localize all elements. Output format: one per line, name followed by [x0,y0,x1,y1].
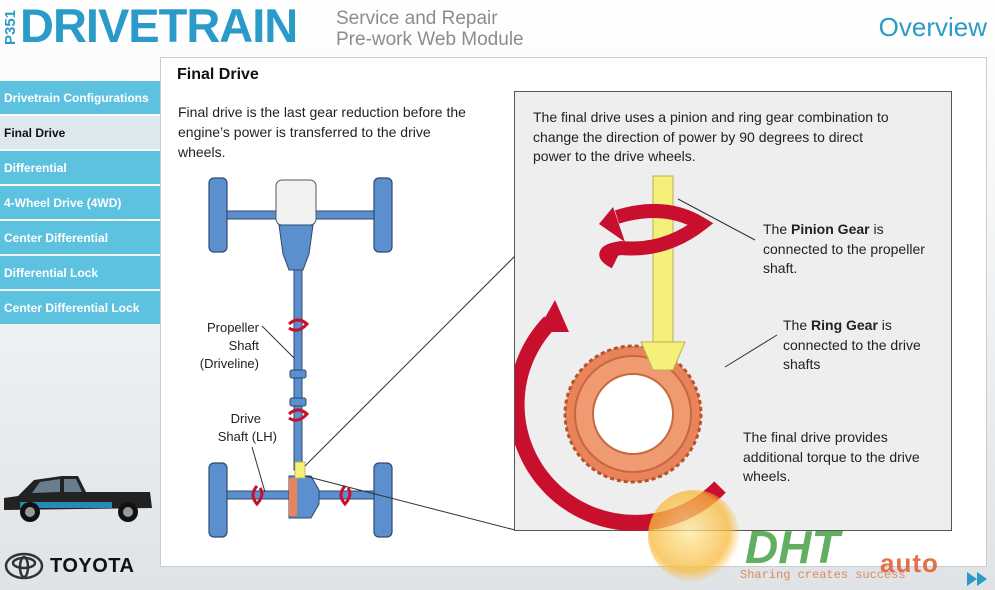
section-title: Overview [878,12,987,42]
torque-description: The final drive provides additional torq… [743,429,920,484]
toyota-emblem-icon [4,552,44,580]
intro-text: Final drive is the last gear reduction b… [178,104,466,160]
pinion-gear-label: Pinion Gear [791,221,870,237]
final-drive-callout: The final drive uses a pinion and ring g… [514,91,952,531]
propeller-leader-line [261,325,295,359]
module-subtitle: Service and Repair Pre-work Web Module [336,8,596,50]
ring-text-pre: The [783,317,812,333]
sidebar-item-4wd[interactable]: 4-Wheel Drive (4WD) [0,186,160,219]
page-title: Final Drive [177,66,259,83]
propeller-shaft-label-2: Shaft [229,338,260,353]
propeller-shaft-label-1: Propeller [207,320,260,335]
header: P351 DRIVETRAIN Service and Repair Pre-w… [0,0,995,56]
sidebar-item-center-differential[interactable]: Center Differential [0,221,160,254]
sidebar-item-differential-lock[interactable]: Differential Lock [0,256,160,289]
callout-pointer-top [304,255,516,467]
watermark-badge [648,490,740,582]
subtitle-line-1: Service and Repair [336,8,498,29]
callout-pointer-bottom [304,475,516,531]
drive-shaft-leader-line [251,446,266,493]
pinion-text-pre: The [763,221,792,237]
shaft-rotation-arrow [288,318,310,422]
ring-gear-label: Ring Gear [811,317,878,333]
propeller-shaft [289,269,307,471]
drive-shaft-label-1: Drive [231,411,261,426]
axle-rotation-arrow [251,485,352,507]
subtitle-line-2: Pre-work Web Module [336,29,524,50]
callout-description: The final drive uses a pinion and ring g… [533,109,889,164]
content-panel: Final Drive Final drive is the last gear… [160,57,987,567]
drivetrain-diagram: Propeller Shaft (Driveline) Drive Shaft … [200,177,516,538]
toyota-logo: TOYOTA [4,551,154,581]
watermark-logo: DHT [745,521,840,573]
sidebar-item-differential[interactable]: Differential [0,151,160,184]
sidebar-item-center-differential-lock[interactable]: Center Differential Lock [0,291,160,324]
sidebar-nav: Drivetrain Configurations Final Drive Di… [0,81,160,326]
sidebar-item-drivetrain-configurations[interactable]: Drivetrain Configurations [0,81,160,114]
sidebar-item-final-drive[interactable]: Final Drive [0,116,160,149]
drive-shaft-label-2: Shaft (LH) [218,429,277,444]
pinion-text-post: is connected to the propeller shaft. [763,221,925,276]
watermark-tagline: Sharing creates success [740,568,906,582]
propeller-shaft-label-3: (Driveline) [200,356,259,371]
watermark-logo-auto: auto [880,548,939,578]
front-axle [208,177,393,271]
pinion-rotation-arrow [599,203,714,269]
ring-text-post: is connected to the drive shafts [783,317,921,372]
course-code: P351 [2,9,19,45]
module-title: DRIVETRAIN [20,0,298,52]
next-page-icon[interactable] [965,570,989,588]
toyota-brand-text: TOYOTA [50,554,135,577]
ring-gear-description: The Ring Gear is connected to the drive … [783,316,933,375]
ring-gear [563,344,703,484]
truck-image [4,476,152,522]
pinion-gear-description: The Pinion Gear is connected to the prop… [763,220,933,279]
rear-axle [208,461,393,538]
